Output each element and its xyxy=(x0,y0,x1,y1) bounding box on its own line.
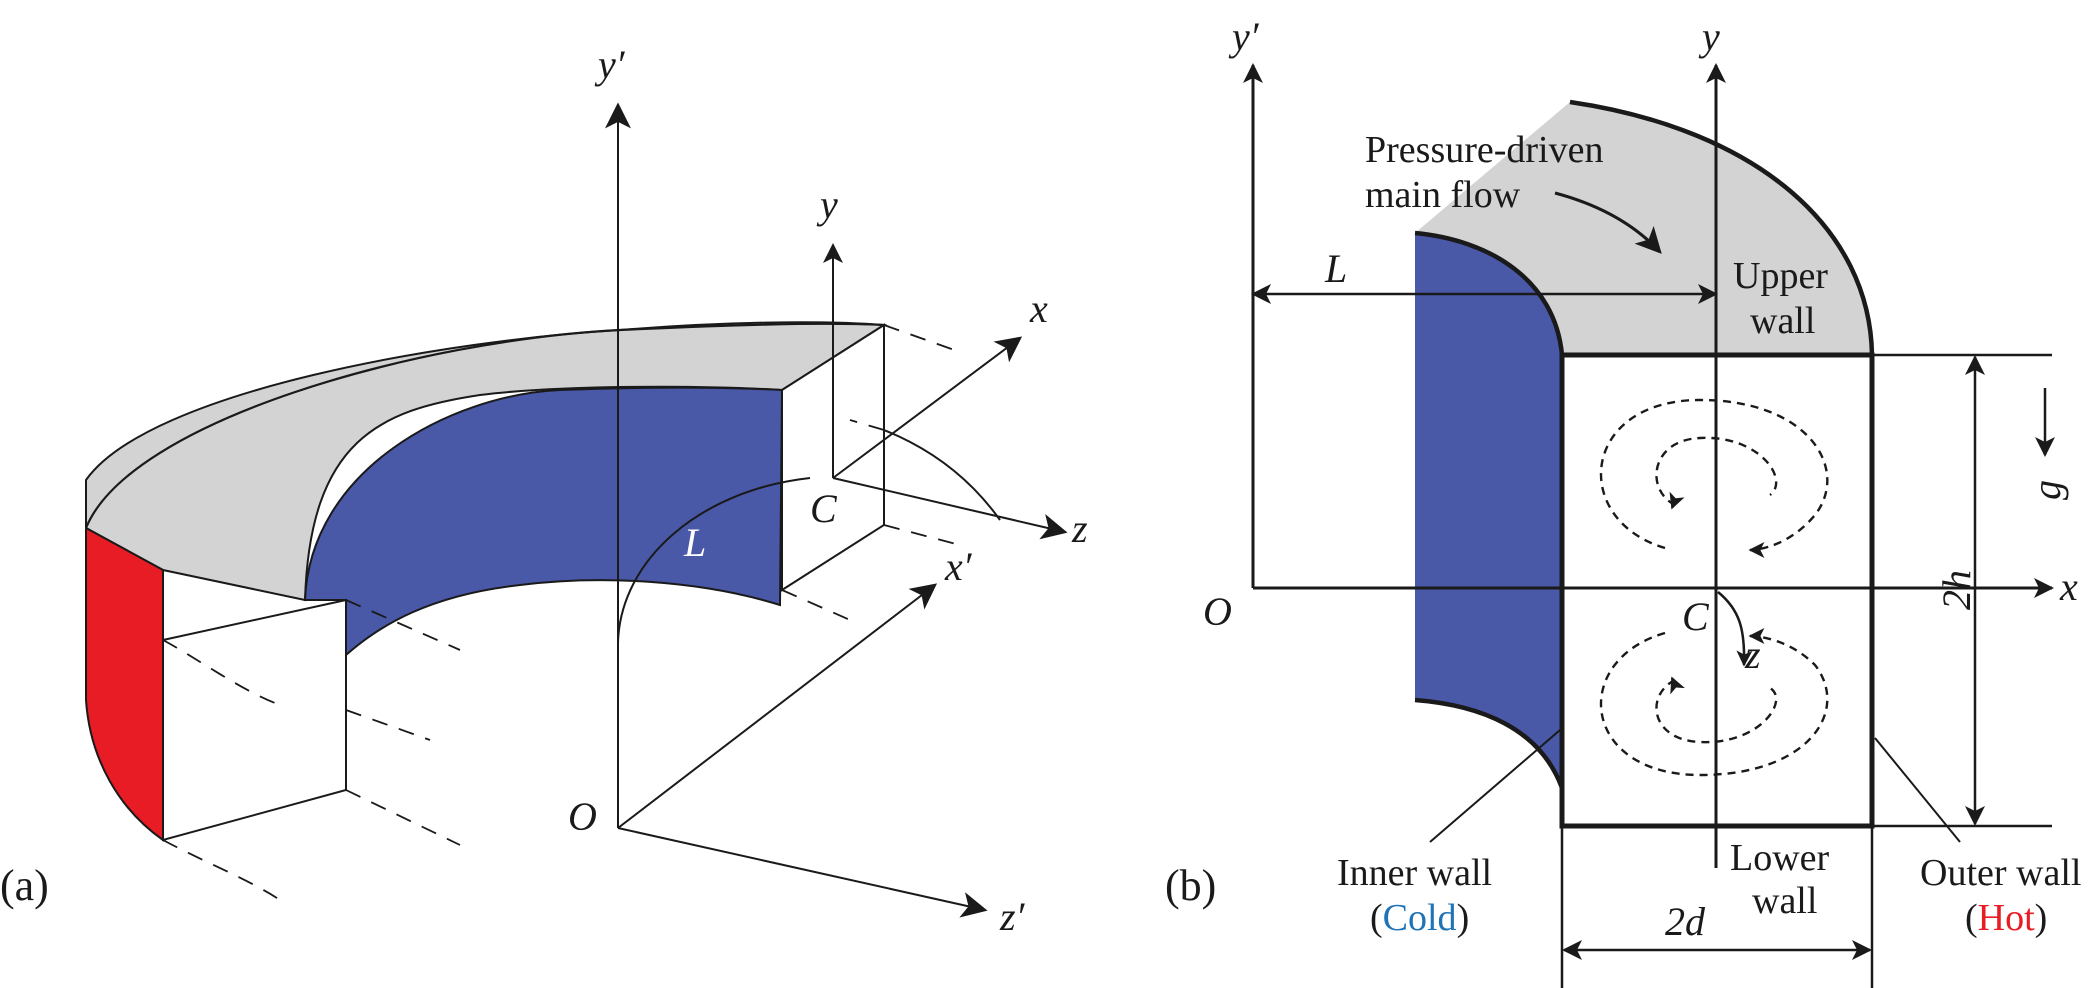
point-label-center-a: C xyxy=(810,486,838,531)
x-axis-3d xyxy=(832,336,1023,479)
axis-label-z-prime-a: z′ xyxy=(999,894,1026,939)
gravity-label-g: g xyxy=(2024,480,2069,500)
inner-wall-state-cold: Cold xyxy=(1383,897,1457,939)
inner-lower-boundary xyxy=(1414,697,1565,789)
z-axis-3d xyxy=(832,477,1068,540)
main-flow-label-line2: main flow xyxy=(1365,174,1521,216)
panel-label-b: (b) xyxy=(1165,861,1216,910)
outer-wall-label-line2: (Hot) xyxy=(1965,897,2047,939)
front-cross-section-3d xyxy=(162,598,347,842)
x-prime-axis-3d xyxy=(617,583,938,829)
panel-a: y′ y x z x′ z′ O C L (a) xyxy=(0,42,1088,939)
axis-label-z-b: z xyxy=(1744,632,1761,677)
lower-wall-label-line2: wall xyxy=(1752,880,1817,922)
width-label-2d: 2d xyxy=(1665,899,1706,944)
axis-label-y-b: y xyxy=(1698,14,1720,59)
secondary-flow-vortices xyxy=(1600,398,1829,777)
main-flow-arrow xyxy=(1554,191,1662,254)
axis-label-z-a: z xyxy=(1071,506,1088,551)
outer-wall-label-line1: Outer wall xyxy=(1920,852,2081,894)
upper-wall-label-line1: Upper xyxy=(1733,255,1828,297)
axis-label-y-prime-b: y′ xyxy=(1228,14,1260,59)
upper-wall-label-line2: wall xyxy=(1750,300,1815,342)
outer-wall-state-hot: Hot xyxy=(1978,897,2035,939)
point-label-center-b: C xyxy=(1682,594,1710,639)
inner-wall-paren-open: ( xyxy=(1370,897,1383,939)
axis-label-x-prime-a: x′ xyxy=(944,544,973,589)
outer-wall-paren-close: ) xyxy=(2035,897,2048,939)
main-flow-label-line1: Pressure-driven xyxy=(1365,129,1603,171)
inner-upper-boundary xyxy=(1414,230,1565,356)
axis-label-x-b: x xyxy=(2059,564,2078,609)
outer-wall-leader xyxy=(1874,737,1961,843)
upper-outer-boundary xyxy=(1569,99,1875,356)
panel-label-a: (a) xyxy=(0,861,49,910)
outer-wall-paren-open: ( xyxy=(1965,897,1978,939)
inner-wall-label-line2: (Cold) xyxy=(1370,897,1469,939)
point-label-origin-a: O xyxy=(568,794,597,839)
radius-arc-l xyxy=(617,477,811,644)
point-label-origin-b: O xyxy=(1203,589,1232,634)
lower-wall-label-line1: Lower xyxy=(1730,837,1830,879)
radius-label-a: L xyxy=(683,520,706,565)
axis-label-y-prime-a: y′ xyxy=(594,42,626,87)
inner-wall-paren-close: ) xyxy=(1457,897,1470,939)
outer-ring-arc xyxy=(84,322,885,529)
dashed-continuations xyxy=(162,324,961,901)
hot-outer-wall-3d xyxy=(85,526,164,842)
inner-wall-label-line1: Inner wall xyxy=(1337,852,1492,894)
radius-label-b: L xyxy=(1324,246,1347,291)
axis-label-y-a: y xyxy=(816,182,838,227)
height-label-2h: 2h xyxy=(1934,570,1979,610)
panel-b: y′ y x z O C L 2h 2d g Pressure-driven m… xyxy=(1165,14,2081,988)
inner-wall-leader xyxy=(1429,729,1561,843)
axis-label-x-a: x xyxy=(1029,286,1048,331)
z-prime-axis-3d xyxy=(617,827,988,918)
cold-inner-wall-2d xyxy=(1415,233,1562,788)
z-direction-arrow xyxy=(1717,591,1753,667)
